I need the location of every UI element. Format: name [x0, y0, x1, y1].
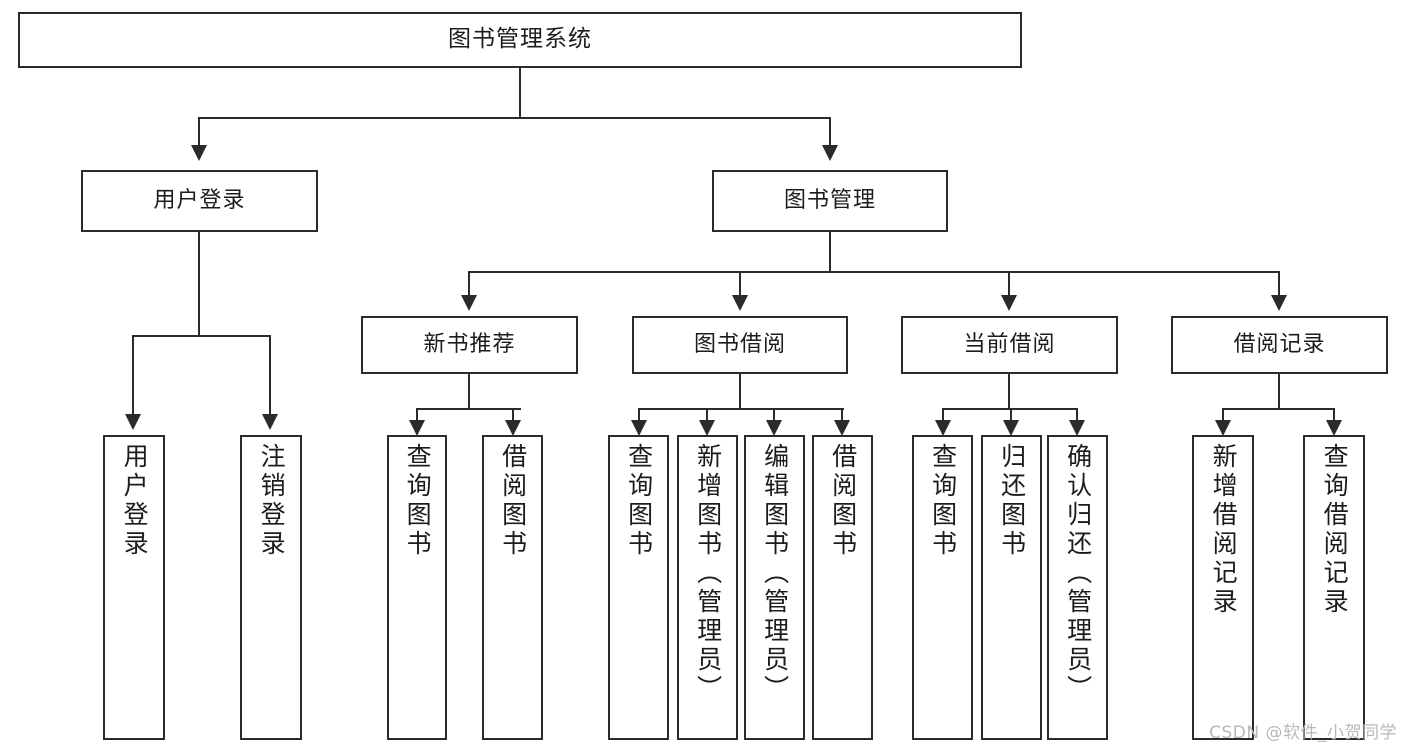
node-label: 用户登录: [120, 443, 150, 559]
arrow-current-to-return: [1003, 420, 1019, 436]
arrow-borrow-to-add: [699, 420, 715, 436]
arrow-record-to-query: [1326, 420, 1342, 436]
connector-user-login-bus: [132, 335, 270, 337]
connector-record-to-query: [1333, 408, 1335, 424]
node-user-login[interactable]: 用户登录: [81, 170, 318, 232]
node-label: 查询图书: [928, 443, 958, 559]
arrow-user-login-to-login: [125, 414, 141, 430]
leaf-newbook-borrow-book[interactable]: 借阅图书: [482, 435, 543, 740]
leaf-borrow-lend-book[interactable]: 借阅图书: [812, 435, 873, 740]
arrow-newbook-to-borrow: [505, 420, 521, 436]
connector-borrow-bus: [638, 408, 844, 410]
leaf-user-logout[interactable]: 注销登录: [240, 435, 302, 740]
arrow-borrow-to-edit: [766, 420, 782, 436]
leaf-borrow-edit-book-admin[interactable]: 编辑图书（管理员）: [744, 435, 805, 740]
arrow-user-login-to-logout: [262, 414, 278, 430]
connector-bm-to-current: [1008, 271, 1010, 297]
leaf-borrow-add-book-admin[interactable]: 新增图书（管理员）: [677, 435, 738, 740]
connector-current-stem: [1008, 374, 1010, 409]
connector-bm-to-new-book: [468, 271, 470, 297]
arrow-borrow-to-lend: [834, 420, 850, 436]
connector-record-bus: [1222, 408, 1335, 410]
node-label: 归还图书: [997, 443, 1027, 559]
connector-borrow-to-edit: [773, 408, 775, 424]
node-label: 新增借阅记录: [1209, 443, 1239, 617]
connector-borrow-to-add: [706, 408, 708, 424]
connector-root-stem: [519, 68, 521, 118]
connector-book-management-bus: [468, 271, 1280, 273]
connector-user-login-stem: [198, 232, 200, 336]
connector-record-stem: [1278, 374, 1280, 409]
node-label: 图书管理系统: [448, 26, 592, 53]
node-label: 编辑图书（管理员）: [760, 443, 790, 704]
connector-root-to-book-management: [829, 117, 831, 147]
node-label: 注销登录: [257, 443, 287, 559]
node-current-borrow[interactable]: 当前借阅: [901, 316, 1118, 374]
leaf-borrow-query-book[interactable]: 查询图书: [608, 435, 669, 740]
arrow-bm-to-borrow: [732, 295, 748, 311]
connector-bm-to-borrow: [739, 271, 741, 297]
connector-user-login-to-logout: [269, 335, 271, 417]
node-label: 查询图书: [403, 443, 433, 559]
node-label: 借阅图书: [828, 443, 858, 559]
node-label: 确认归还（管理员）: [1063, 443, 1093, 704]
arrow-root-to-user-login: [191, 145, 207, 161]
node-label: 当前借阅: [963, 331, 1056, 357]
connector-current-to-query: [942, 408, 944, 424]
connector-book-management-stem: [829, 232, 831, 272]
node-new-book-recommend[interactable]: 新书推荐: [361, 316, 578, 374]
node-book-management[interactable]: 图书管理: [712, 170, 948, 232]
arrow-bm-to-new-book: [461, 295, 477, 311]
node-label: 用户登录: [153, 187, 246, 213]
node-label: 新书推荐: [423, 331, 516, 357]
node-label: 借阅记录: [1233, 331, 1326, 357]
arrow-current-to-confirm: [1069, 420, 1085, 436]
connector-borrow-stem: [739, 374, 741, 409]
arrow-bm-to-current: [1001, 295, 1017, 311]
node-borrow-record[interactable]: 借阅记录: [1171, 316, 1388, 374]
arrow-root-to-book-management: [822, 145, 838, 161]
connector-newbook-to-borrow: [512, 408, 514, 424]
node-label: 图书管理: [783, 187, 876, 213]
connector-current-to-return: [1010, 408, 1012, 424]
leaf-user-login[interactable]: 用户登录: [103, 435, 165, 740]
node-label: 查询图书: [624, 443, 654, 559]
leaf-newbook-query-book[interactable]: 查询图书: [387, 435, 447, 740]
arrow-record-to-add: [1215, 420, 1231, 436]
connector-record-to-add: [1222, 408, 1224, 424]
node-root-book-management-system[interactable]: 图书管理系统: [18, 12, 1022, 68]
connector-root-to-user-login: [198, 117, 200, 147]
arrow-bm-to-record: [1271, 295, 1287, 311]
leaf-current-return-book[interactable]: 归还图书: [981, 435, 1042, 740]
connector-borrow-to-query: [638, 408, 640, 424]
connector-bm-to-record: [1278, 271, 1280, 297]
csdn-watermark: CSDN @软件_小贺同学: [1209, 723, 1397, 743]
arrow-current-to-query: [935, 420, 951, 436]
node-label: 新增图书（管理员）: [693, 443, 723, 704]
connector-new-book-stem: [468, 374, 470, 409]
connector-borrow-to-lend: [841, 408, 843, 424]
connector-newbook-to-query: [416, 408, 418, 424]
arrow-borrow-to-query: [631, 420, 647, 436]
node-label: 图书借阅: [693, 331, 786, 357]
leaf-current-confirm-return-admin[interactable]: 确认归还（管理员）: [1047, 435, 1108, 740]
arrow-newbook-to-query: [409, 420, 425, 436]
connector-user-login-to-login: [132, 335, 134, 417]
leaf-record-query-record[interactable]: 查询借阅记录: [1303, 435, 1365, 740]
node-label: 查询借阅记录: [1320, 443, 1350, 617]
leaf-current-query-book[interactable]: 查询图书: [912, 435, 973, 740]
node-book-borrow[interactable]: 图书借阅: [632, 316, 848, 374]
connector-current-to-confirm: [1076, 408, 1078, 424]
connector-new-book-bus: [416, 408, 521, 410]
leaf-record-add-record[interactable]: 新增借阅记录: [1192, 435, 1254, 740]
node-label: 借阅图书: [498, 443, 528, 559]
connector-root-bus: [198, 117, 831, 119]
